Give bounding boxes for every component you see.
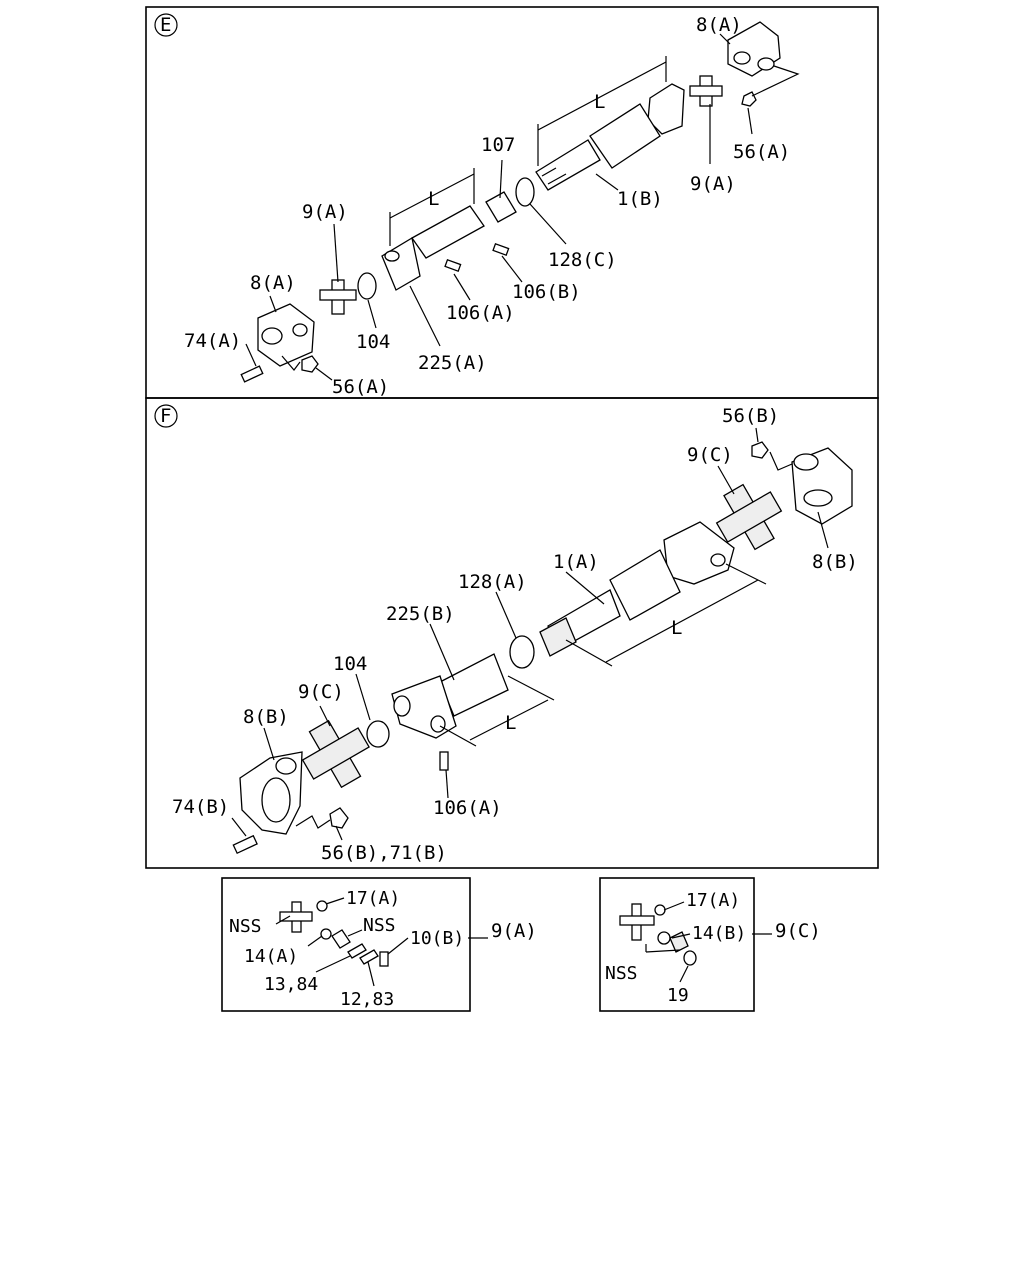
- label-1a: 1(A): [553, 551, 599, 573]
- label-8b-right: 8(B): [812, 551, 858, 573]
- ring-104-f: [366, 720, 390, 748]
- section-f-frame: [145, 397, 879, 869]
- section-f-marker-circle: [154, 404, 178, 428]
- flange-yoke-8a-left: [257, 303, 315, 367]
- label-104-f: 104: [333, 653, 367, 675]
- tube-225a: [411, 205, 485, 259]
- label-9a-left: 9(A): [302, 201, 348, 223]
- detail-9a-leaders: [275, 897, 488, 987]
- seal-107: [485, 191, 517, 223]
- snap-ring-19: [683, 950, 697, 966]
- nut-56b: [751, 441, 769, 459]
- section-f: F: [145, 397, 879, 869]
- label-19: 19: [667, 985, 689, 1006]
- label-1b: 1(B): [617, 188, 663, 210]
- section-e: E: [145, 6, 879, 399]
- label-9c-ref: 9(C): [775, 920, 821, 942]
- label-104: 104: [356, 331, 390, 353]
- label-225a: 225(A): [418, 352, 487, 374]
- grease-fitting-106a-f: [439, 751, 449, 771]
- label-74b: 74(B): [172, 796, 229, 818]
- label-17a-9a: 17(A): [346, 888, 400, 909]
- label-106a: 106(A): [446, 302, 515, 324]
- bolt-74b: [232, 834, 258, 855]
- bearing-14a: [320, 928, 332, 940]
- label-128c: 128(C): [548, 249, 617, 271]
- label-nss-right: NSS: [363, 915, 396, 936]
- label-17a-9c: 17(A): [686, 890, 740, 911]
- label-56b-71b: 56(B),71(B): [321, 842, 447, 864]
- detail-9a: 17(A) NSS NSS 10(B) 9(A) 14(A) 13,84 12,…: [221, 877, 537, 1012]
- label-74a: 74(A): [184, 330, 241, 352]
- section-f-dimension-lines: [439, 563, 767, 747]
- bearing-14b: [657, 931, 671, 945]
- ring-104: [357, 272, 377, 300]
- detail-9a-drawing: [279, 900, 389, 967]
- tube-1a: [609, 549, 681, 621]
- grease-nipple-17a-9c: [654, 904, 666, 916]
- section-f-shaft-drawing: [232, 441, 853, 855]
- ring-128a: [509, 635, 535, 669]
- nut-56a-top: [741, 91, 757, 107]
- universal-joint-9a-top: [689, 75, 723, 107]
- section-e-marker: E: [160, 14, 171, 36]
- spline-shaft-1b: [535, 139, 601, 191]
- label-dim-l-left-f: L: [505, 712, 516, 734]
- detail-9c-drawing: [619, 903, 697, 966]
- label-106b: 106(B): [512, 281, 581, 303]
- label-14b: 14(B): [692, 923, 746, 944]
- detail-9c: 17(A) 14(B) 9(C) NSS 19: [599, 877, 821, 1012]
- section-e-marker-circle: [154, 13, 178, 37]
- universal-joint-9a-left: [319, 279, 357, 315]
- section-e-leaders: [245, 33, 800, 381]
- label-13-84: 13,84: [264, 974, 318, 995]
- label-106a-f: 106(A): [433, 797, 502, 819]
- bearing-cup: [331, 929, 351, 949]
- universal-joint-9c-left: [301, 719, 370, 789]
- label-56a-top: 56(A): [733, 141, 790, 163]
- tube-1b: [589, 103, 661, 169]
- section-e-dimension-lines: [389, 56, 667, 246]
- label-8b-left: 8(B): [243, 706, 289, 728]
- label-9c-top: 9(C): [687, 444, 733, 466]
- bolt-74a: [240, 365, 264, 383]
- label-225b: 225(B): [386, 603, 455, 625]
- label-dim-l-top: L: [594, 91, 605, 113]
- grease-fitting-106b: [492, 242, 510, 256]
- nut-56b-71b: [329, 807, 349, 829]
- label-nss-9c: NSS: [605, 963, 638, 984]
- detail-9c-leaders: [645, 901, 772, 983]
- grease-fitting-106a: [444, 258, 462, 272]
- label-dim-l-right: L: [671, 617, 682, 639]
- label-dim-l-left: L: [428, 188, 439, 210]
- label-12-83: 12,83: [340, 989, 394, 1010]
- section-f-marker: F: [160, 405, 171, 427]
- lock-plate-13-84: [347, 943, 367, 959]
- strap-12-83: [359, 949, 379, 965]
- label-9a-top: 9(A): [690, 173, 736, 195]
- label-14a: 14(A): [244, 946, 298, 967]
- label-56a-bottom: 56(A): [332, 376, 389, 398]
- universal-joint-9c-right: [715, 483, 783, 551]
- detail-9c-frame: [599, 877, 755, 1012]
- yoke-225a: [381, 236, 421, 291]
- label-10b: 10(B): [410, 928, 464, 949]
- label-128a: 128(A): [458, 571, 527, 593]
- nut-56a-bottom: [301, 355, 319, 373]
- label-107: 107: [481, 134, 515, 156]
- section-f-leaders: [231, 427, 829, 841]
- label-nss-left: NSS: [229, 916, 262, 937]
- label-9a-ref: 9(A): [491, 920, 537, 942]
- grease-nipple-17a: [316, 900, 328, 912]
- label-8a-top: 8(A): [696, 14, 742, 36]
- bolt-10b: [379, 951, 389, 967]
- label-56b: 56(B): [722, 405, 779, 427]
- detail-9a-frame: [221, 877, 471, 1012]
- spline-1a: [539, 617, 577, 657]
- ring-128c: [515, 177, 535, 207]
- label-8a-left: 8(A): [250, 272, 296, 294]
- label-9c-left: 9(C): [298, 681, 344, 703]
- section-e-shaft-drawing: [240, 21, 781, 383]
